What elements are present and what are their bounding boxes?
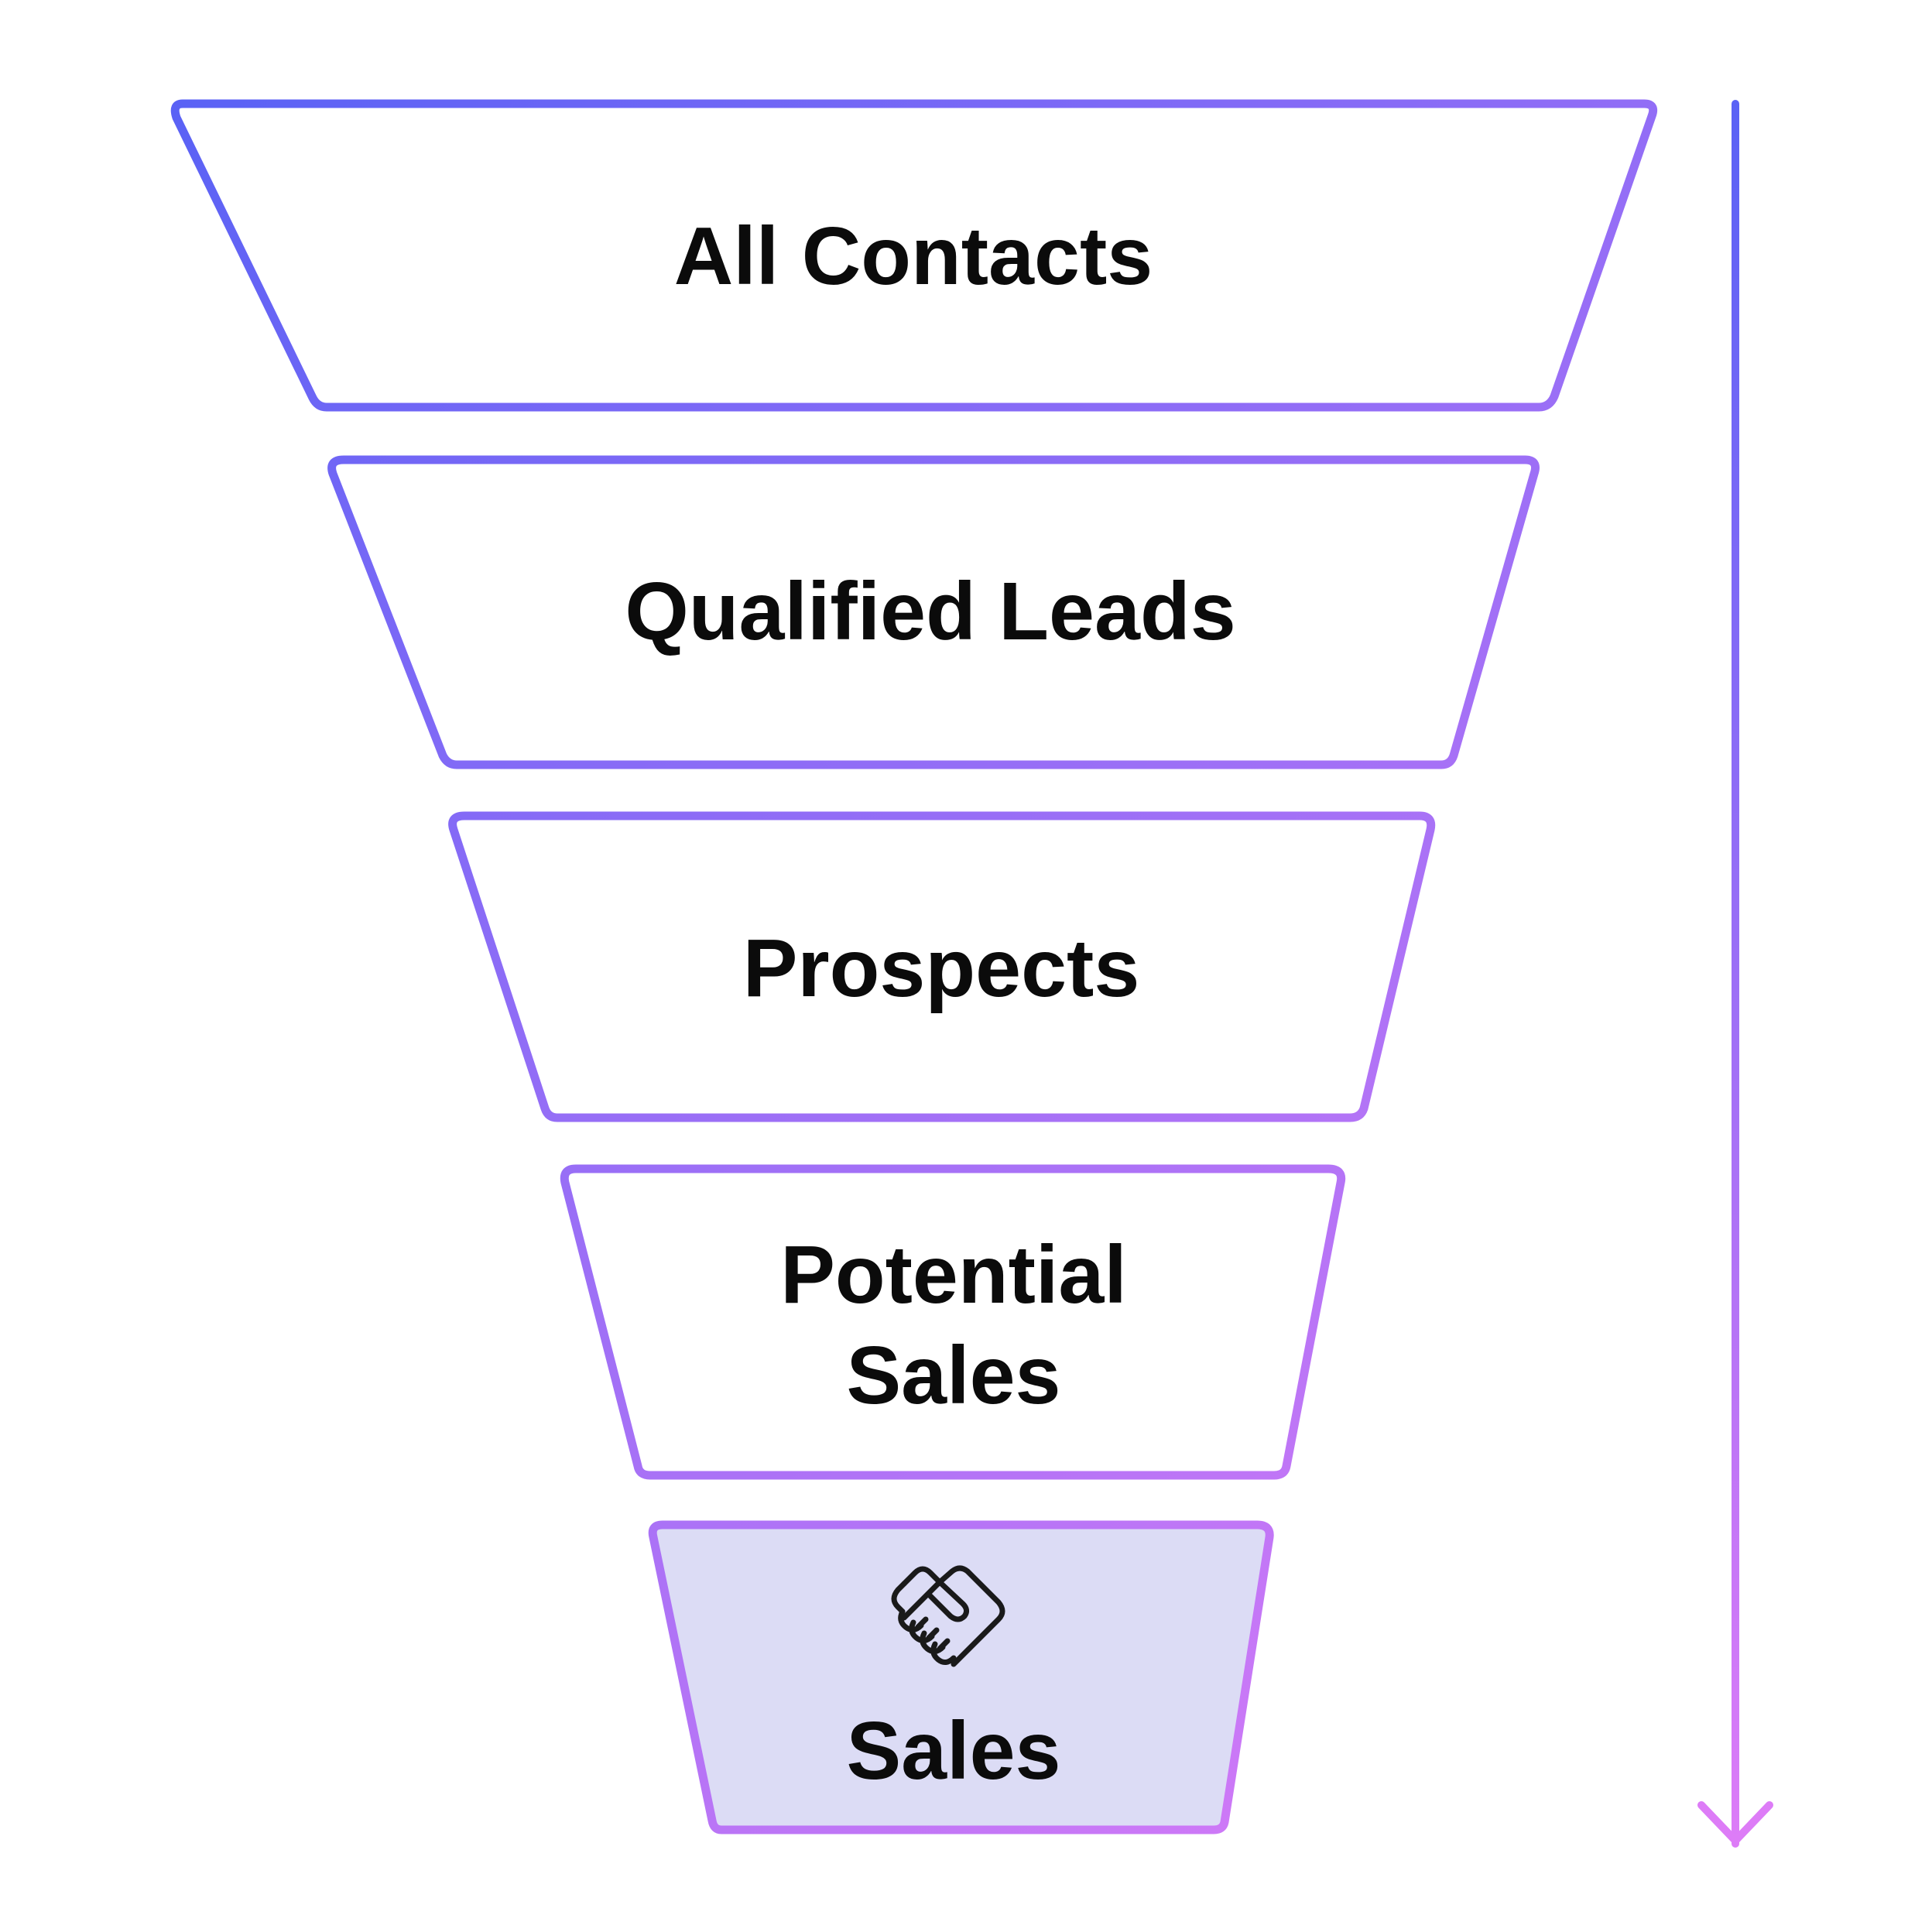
stage-shape — [448, 811, 1436, 1122]
arrow-down-icon — [1697, 100, 1773, 1848]
stage-label-line-1: Potential — [780, 1229, 1127, 1321]
stage-shape — [170, 99, 1658, 412]
arrow-head — [1697, 1801, 1773, 1845]
funnel-stage-potential-sales: Potential Sales — [560, 1164, 1346, 1480]
stage-label: Prospects — [743, 923, 1140, 1014]
stage-shape-highlighted — [648, 1520, 1274, 1834]
stage-label: Qualified Leads — [625, 566, 1235, 657]
funnel-stage-prospects: Prospects — [448, 811, 1436, 1122]
funnel-stage-all-contacts: All Contacts — [170, 99, 1658, 412]
stage-shape — [560, 1164, 1346, 1480]
stage-label: Sales — [846, 1705, 1060, 1797]
stage-label: All Contacts — [674, 211, 1153, 302]
stage-shape — [327, 455, 1540, 769]
handshake-icon — [891, 1565, 1005, 1667]
stage-label-line-2: Sales — [846, 1330, 1060, 1421]
funnel-stage-qualified-leads: Qualified Leads — [327, 455, 1540, 769]
funnel-stage-sales: Sales — [648, 1520, 1274, 1834]
